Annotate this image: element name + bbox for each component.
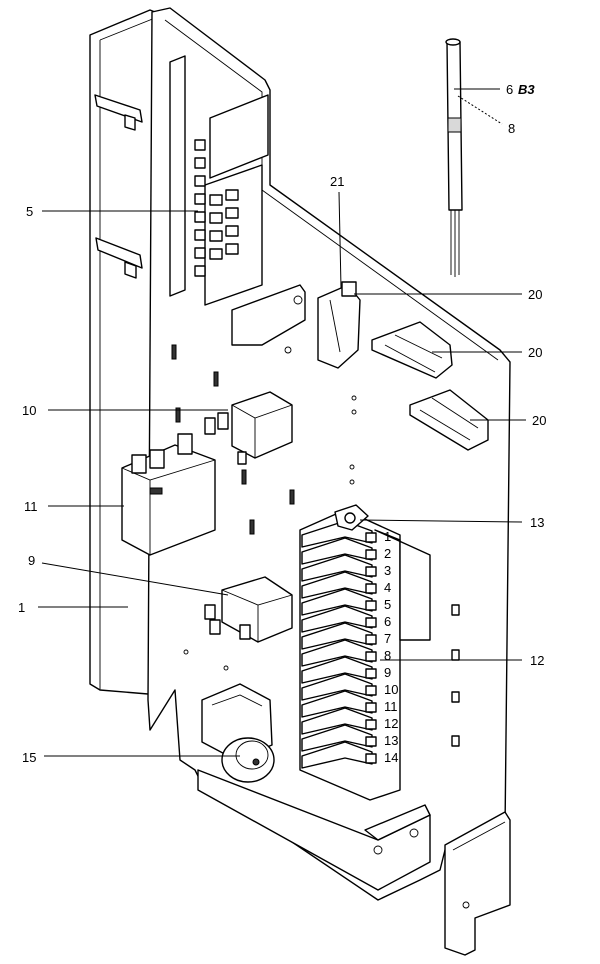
callout-11: 11 xyxy=(24,499,38,514)
terminal-row xyxy=(301,673,373,701)
callout-20-middle: 20 xyxy=(528,345,542,360)
terminal-number: 11 xyxy=(384,699,398,714)
terminal-number: 7 xyxy=(384,631,391,646)
terminal-row xyxy=(301,571,373,599)
terminal-screw xyxy=(365,617,377,628)
terminal-screw xyxy=(365,600,377,611)
base-channel xyxy=(197,769,431,891)
terminal-number: 3 xyxy=(384,563,391,578)
terminal-number: 10 xyxy=(384,682,398,697)
terminal-screw xyxy=(365,583,377,594)
terminal-screw xyxy=(365,736,377,747)
callout-20-bottom: 20 xyxy=(532,413,546,428)
relay-9 xyxy=(204,576,293,643)
clip-20-lower xyxy=(409,389,489,451)
terminal-row xyxy=(301,537,373,565)
terminal-row xyxy=(301,690,373,718)
terminal-number: 12 xyxy=(384,716,398,731)
terminal-screw xyxy=(365,634,377,645)
leader-lines xyxy=(38,88,526,757)
terminal-screw xyxy=(365,685,377,696)
terminal-screw xyxy=(365,566,377,577)
callout-12: 12 xyxy=(530,653,544,668)
terminal-number: 2 xyxy=(384,546,391,561)
upper-terminal-block xyxy=(169,55,306,346)
terminal-screws xyxy=(194,139,239,277)
terminal-number: 9 xyxy=(384,665,391,680)
callout-13: 13 xyxy=(530,515,544,530)
terminal-row xyxy=(301,622,373,650)
terminal-row xyxy=(301,656,373,684)
callout-10: 10 xyxy=(22,403,36,418)
terminal-screw xyxy=(365,651,377,662)
callout-20-top: 20 xyxy=(528,287,542,302)
terminal-number: 8 xyxy=(384,648,391,663)
terminal-row xyxy=(301,741,373,769)
terminal-number: 6 xyxy=(384,614,391,629)
terminal-screw xyxy=(365,702,377,713)
terminal-screw xyxy=(365,668,377,679)
callout-9: 9 xyxy=(28,553,35,568)
temperature-sensor xyxy=(445,38,463,277)
callout-6: 6 xyxy=(506,82,513,97)
terminal-screw xyxy=(365,549,377,560)
relay-10 xyxy=(204,391,293,465)
connector-21 xyxy=(317,281,361,369)
terminal-row xyxy=(301,707,373,735)
relay-11 xyxy=(121,433,216,556)
terminal-screw xyxy=(365,753,377,764)
terminal-screw xyxy=(365,719,377,730)
terminal-row xyxy=(301,605,373,633)
terminal-number: 14 xyxy=(384,750,398,765)
terminal-screw xyxy=(365,532,377,543)
terminal-row xyxy=(301,588,373,616)
terminal-row xyxy=(301,724,373,752)
terminal-row xyxy=(301,639,373,667)
terminal-number: 5 xyxy=(384,597,391,612)
callout-15: 15 xyxy=(22,750,36,765)
callout-5: 5 xyxy=(26,204,33,219)
side-bracket xyxy=(444,811,511,956)
callout-b3: B3 xyxy=(518,82,535,97)
plate-slots xyxy=(171,344,460,747)
clip-20-upper xyxy=(371,321,453,379)
callout-21: 21 xyxy=(330,174,344,189)
terminal-number: 1 xyxy=(384,529,391,544)
callout-labels: 1 5 6 B3 8 9 10 11 12 13 15 20 20 20 21 xyxy=(18,82,546,765)
terminal-number: 4 xyxy=(384,580,391,595)
callout-1: 1 xyxy=(18,600,25,615)
terminal-row xyxy=(301,554,373,582)
pressure-switch-15 xyxy=(201,683,275,783)
terminal-number: 13 xyxy=(384,733,398,748)
callout-8: 8 xyxy=(508,121,515,136)
